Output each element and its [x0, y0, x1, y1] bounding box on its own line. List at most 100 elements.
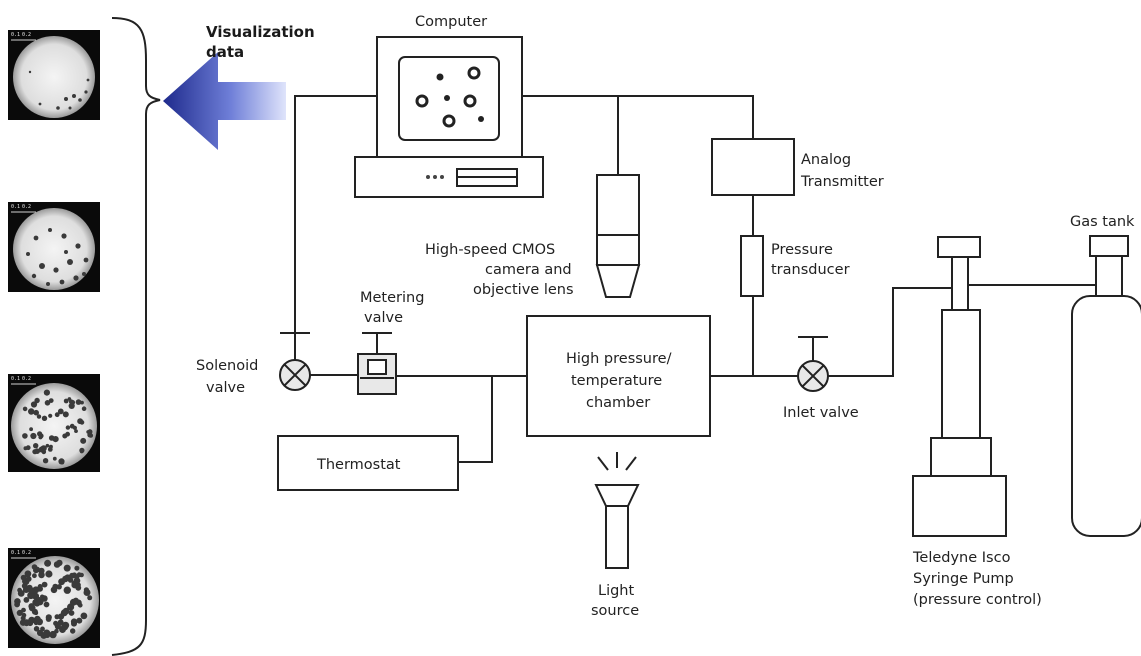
droplet: [34, 397, 40, 404]
droplet: [75, 399, 82, 405]
droplet: [81, 406, 87, 412]
droplet: [65, 425, 71, 430]
metering-valve: [357, 332, 397, 395]
droplet: [57, 619, 64, 626]
droplet: [38, 435, 43, 440]
light-label-line2: source: [591, 603, 639, 619]
droplet: [71, 580, 77, 587]
droplet: [73, 597, 79, 604]
droplet: [16, 609, 23, 617]
frame-4-scale-a: 0.1: [11, 550, 20, 556]
metering-label-line1: Metering: [360, 290, 424, 306]
droplet: [40, 626, 45, 632]
light-source: [594, 452, 640, 569]
droplet: [79, 447, 85, 453]
droplet: [60, 460, 65, 465]
syringe-pump: [912, 236, 1007, 537]
droplet: [17, 590, 25, 597]
visualization-frame-1: 0.1 0.2: [8, 30, 100, 120]
droplet: [62, 433, 68, 439]
droplet: [56, 559, 63, 567]
thermostat: [277, 435, 459, 491]
frame-4-scale-b: 0.2: [22, 550, 31, 556]
droplet: [63, 398, 69, 404]
droplet: [63, 564, 71, 572]
droplet: [23, 597, 30, 603]
droplet: [44, 400, 51, 406]
visualization-frame-3: 0.1 0.2: [8, 374, 100, 472]
camera-label-line3: objective lens: [473, 282, 574, 298]
droplet: [42, 458, 49, 464]
droplet: [28, 604, 36, 612]
inlet-valve-label: Inlet valve: [783, 405, 859, 421]
pump-label-line3: (pressure control): [913, 592, 1042, 608]
droplet: [68, 610, 75, 616]
analog-label-line2: Transmitter: [800, 174, 884, 190]
droplet: [36, 618, 43, 626]
droplet: [33, 409, 39, 416]
droplet: [29, 593, 35, 599]
droplet: [70, 573, 76, 579]
droplet: [48, 435, 55, 441]
computer: [354, 36, 544, 198]
droplet: [22, 433, 28, 439]
droplet: [44, 559, 52, 567]
thermostat-label: Thermostat: [316, 457, 401, 473]
droplet: [87, 595, 93, 601]
droplet: [83, 587, 89, 593]
droplet: [74, 565, 80, 571]
solenoid-valve: [279, 332, 311, 391]
droplet: [21, 583, 28, 589]
visualization-label-line1: Visualization: [206, 23, 315, 41]
droplet: [68, 402, 75, 409]
droplet: [30, 401, 38, 408]
droplet: [62, 411, 69, 418]
droplet: [45, 570, 53, 578]
frame-1-scale-a: 0.1: [11, 32, 20, 38]
droplet: [33, 567, 39, 574]
droplet: [20, 574, 27, 581]
droplet: [57, 408, 64, 415]
connection-lines: [294, 95, 1096, 463]
droplet: [48, 444, 53, 449]
droplet: [54, 412, 60, 418]
droplet: [48, 398, 54, 403]
droplet: [43, 601, 50, 608]
droplet: [32, 573, 37, 579]
pump-label-line2: Syringe Pump: [913, 571, 1014, 587]
droplet: [43, 389, 51, 396]
gas-tank-label: Gas tank: [1070, 214, 1135, 230]
droplet: [79, 420, 85, 425]
droplet: [30, 432, 37, 440]
droplet: [87, 429, 93, 435]
solenoid-label-line1: Solenoid: [196, 358, 258, 374]
droplet: [29, 427, 33, 432]
frame-2-scale-a: 0.1: [11, 204, 20, 210]
droplet: [48, 413, 53, 418]
camera-label-line1: High-speed CMOS: [425, 242, 555, 258]
droplet: [74, 575, 80, 581]
metering-label-line2: valve: [364, 310, 403, 326]
droplet: [41, 415, 48, 421]
droplet: [21, 612, 27, 618]
droplet: [36, 596, 42, 602]
droplet: [45, 614, 52, 621]
droplet: [52, 456, 57, 461]
droplet: [25, 572, 31, 578]
camera-label-line2: camera and: [485, 262, 572, 278]
visualization-frame-4: 0.1 0.2: [8, 548, 100, 648]
pressure-label-line1: Pressure: [771, 242, 833, 258]
droplet: [45, 443, 50, 448]
inlet-valve: [797, 336, 829, 392]
chamber-label-line1: High pressure/: [566, 351, 672, 367]
grouping-brace: [111, 17, 161, 656]
droplet: [53, 620, 59, 626]
droplet: [33, 443, 39, 449]
pressure-chamber: [526, 315, 711, 437]
pump-label-line1: Teledyne Isco: [912, 550, 1011, 566]
droplet: [14, 601, 20, 608]
camera-objective-lens: [595, 174, 641, 298]
droplet: [52, 583, 59, 590]
droplet: [37, 584, 43, 589]
